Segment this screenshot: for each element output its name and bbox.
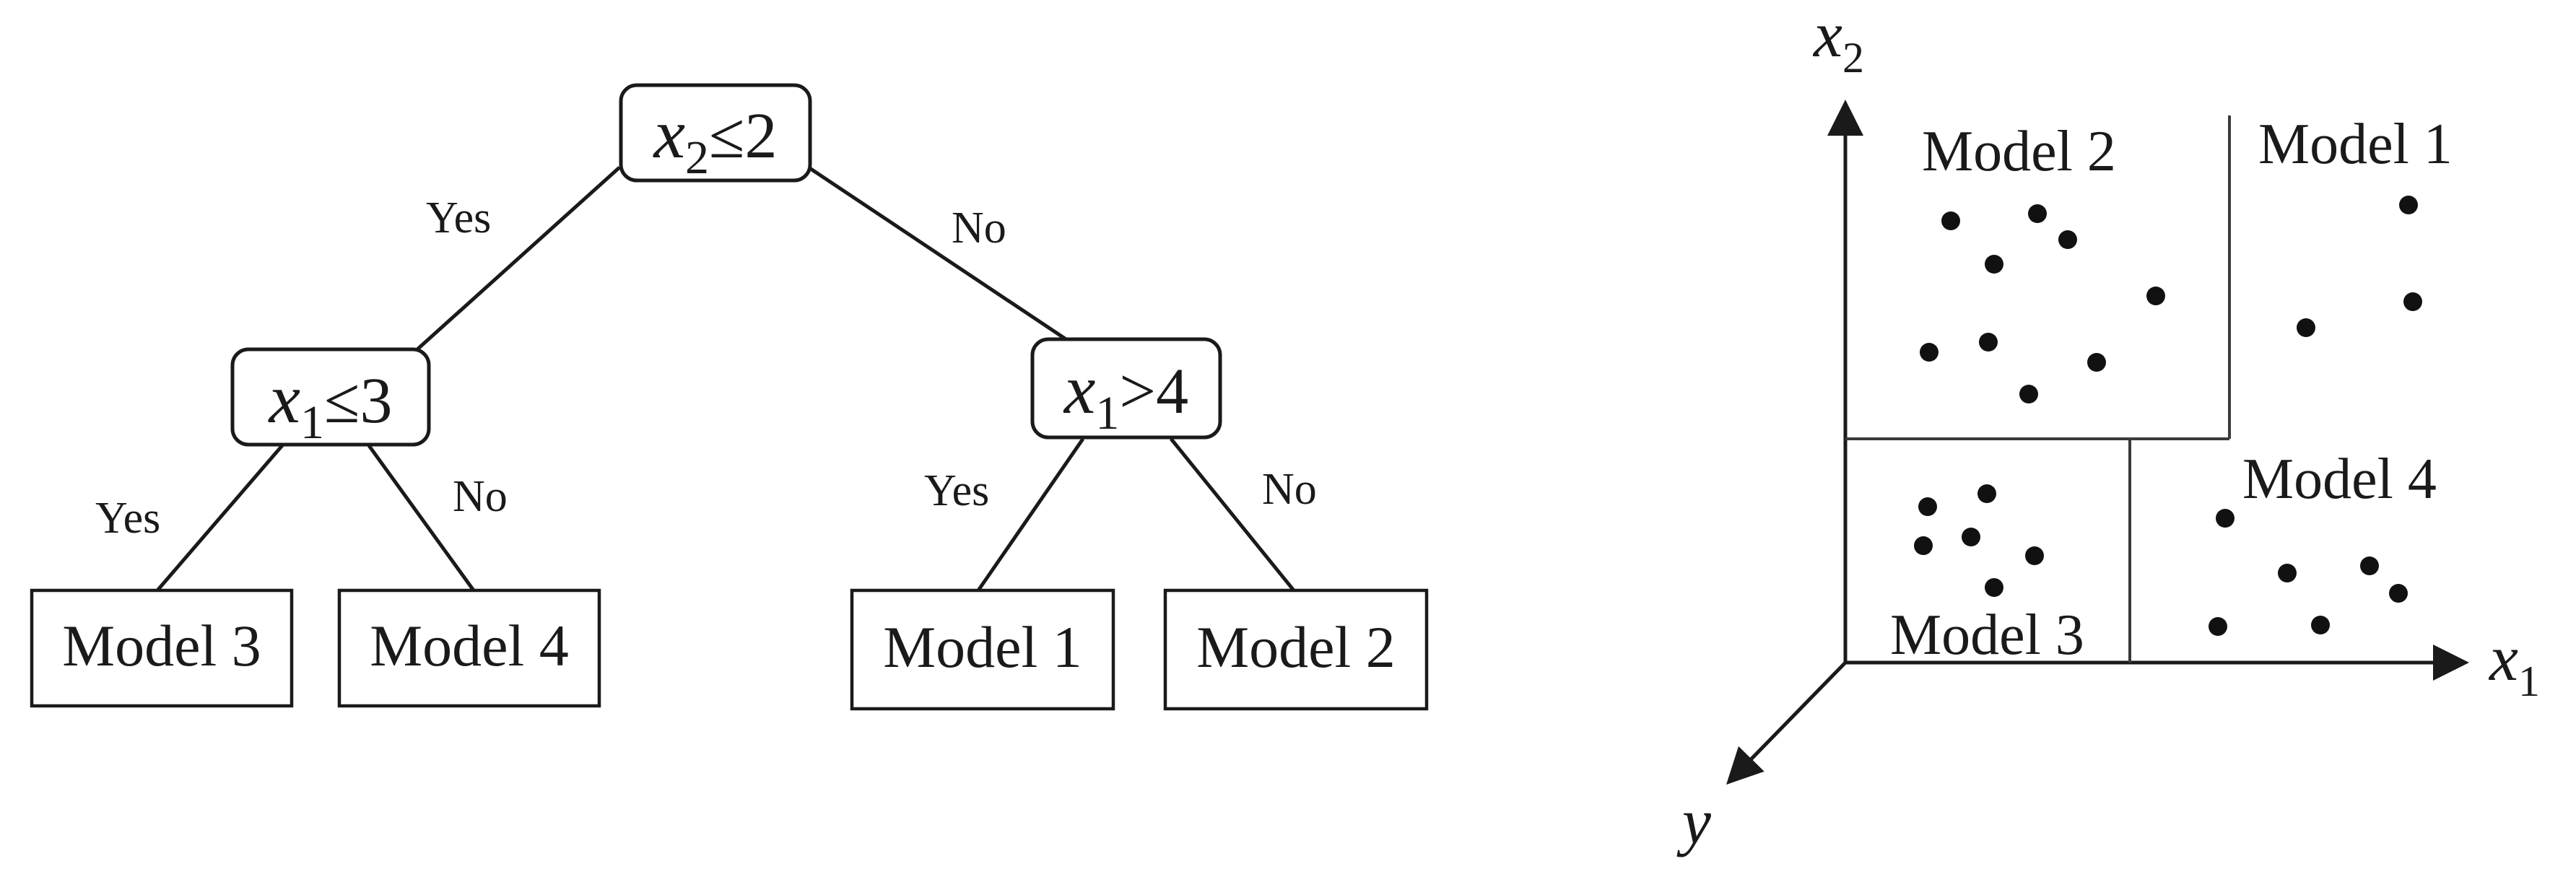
edge-root-right	[807, 165, 1073, 345]
edge-label-right-no: No	[1262, 465, 1317, 514]
edge-left-leaf1	[156, 443, 284, 592]
data-point	[2311, 616, 2330, 634]
edge-root-left	[416, 166, 621, 351]
edge-label-left-yes: Yes	[95, 494, 160, 543]
data-point	[2087, 353, 2106, 372]
data-point	[2209, 617, 2227, 636]
data-point	[1985, 255, 2003, 274]
edge-label-right-yes: Yes	[924, 466, 989, 515]
feature-space-partition: x2 x1 y Model 2 Model 1 Model 3 Model 4	[1676, 0, 2540, 857]
data-point	[2278, 564, 2297, 582]
tree-leaf-label: Model 4	[370, 613, 569, 678]
data-point	[1979, 333, 1998, 351]
tree-node-left-condition: x1≤3	[268, 360, 393, 449]
data-point	[1985, 578, 2003, 597]
data-point	[1914, 536, 1933, 555]
data-point	[1920, 343, 1938, 362]
tree-leaf-model-3: Model 3	[30, 588, 294, 708]
data-point	[2403, 292, 2422, 311]
decision-tree: Yes No Yes No Yes No x2≤2 x1≤3 x1>4	[30, 83, 1429, 711]
data-point	[2028, 204, 2047, 223]
data-point	[1977, 484, 1996, 503]
tree-node-right-condition: x1>4	[1063, 351, 1188, 440]
data-point	[2216, 509, 2235, 528]
edge-label-root-no: No	[952, 204, 1006, 253]
tree-leaf-model-1: Model 1	[850, 588, 1115, 711]
tree-leaf-model-4: Model 4	[337, 588, 601, 708]
edge-label-root-yes: Yes	[426, 193, 491, 243]
y-axis-label: y	[1676, 786, 1711, 857]
data-point	[2389, 584, 2408, 603]
tree-node-root-condition: x2≤2	[653, 95, 778, 184]
x2-axis-label: x2	[1812, 0, 1864, 82]
data-point	[2025, 546, 2044, 565]
edge-right-leaf3	[976, 437, 1085, 592]
tree-leaf-label: Model 3	[62, 613, 261, 678]
region-label-top-right: Model 1	[2258, 113, 2453, 176]
tree-node-right: x1>4	[1030, 337, 1222, 440]
tree-leaf-label: Model 2	[1196, 614, 1396, 680]
edge-right-leaf4	[1170, 437, 1295, 592]
tree-leaf-label: Model 1	[883, 614, 1082, 680]
data-point	[1962, 528, 1980, 546]
data-point	[2019, 385, 2038, 403]
tree-node-root: x2≤2	[619, 83, 812, 184]
tree-node-left: x1≤3	[230, 347, 431, 449]
region-label-top-left: Model 2	[1922, 120, 2116, 183]
region-label-bottom-left: Model 3	[1890, 603, 2084, 667]
data-point	[1941, 211, 1960, 230]
region-label-bottom-right: Model 4	[2242, 447, 2437, 511]
data-point	[2146, 287, 2165, 305]
data-point	[2399, 196, 2418, 214]
data-point	[2360, 556, 2379, 575]
edge-label-left-no: No	[453, 472, 508, 521]
x1-axis-label: x1	[2488, 623, 2540, 705]
data-point	[2058, 230, 2077, 249]
y-axis	[1726, 661, 1847, 785]
tree-leaf-model-2: Model 2	[1163, 588, 1429, 711]
data-point	[2297, 318, 2315, 337]
edge-left-leaf2	[366, 443, 476, 592]
data-point	[1918, 497, 1937, 516]
